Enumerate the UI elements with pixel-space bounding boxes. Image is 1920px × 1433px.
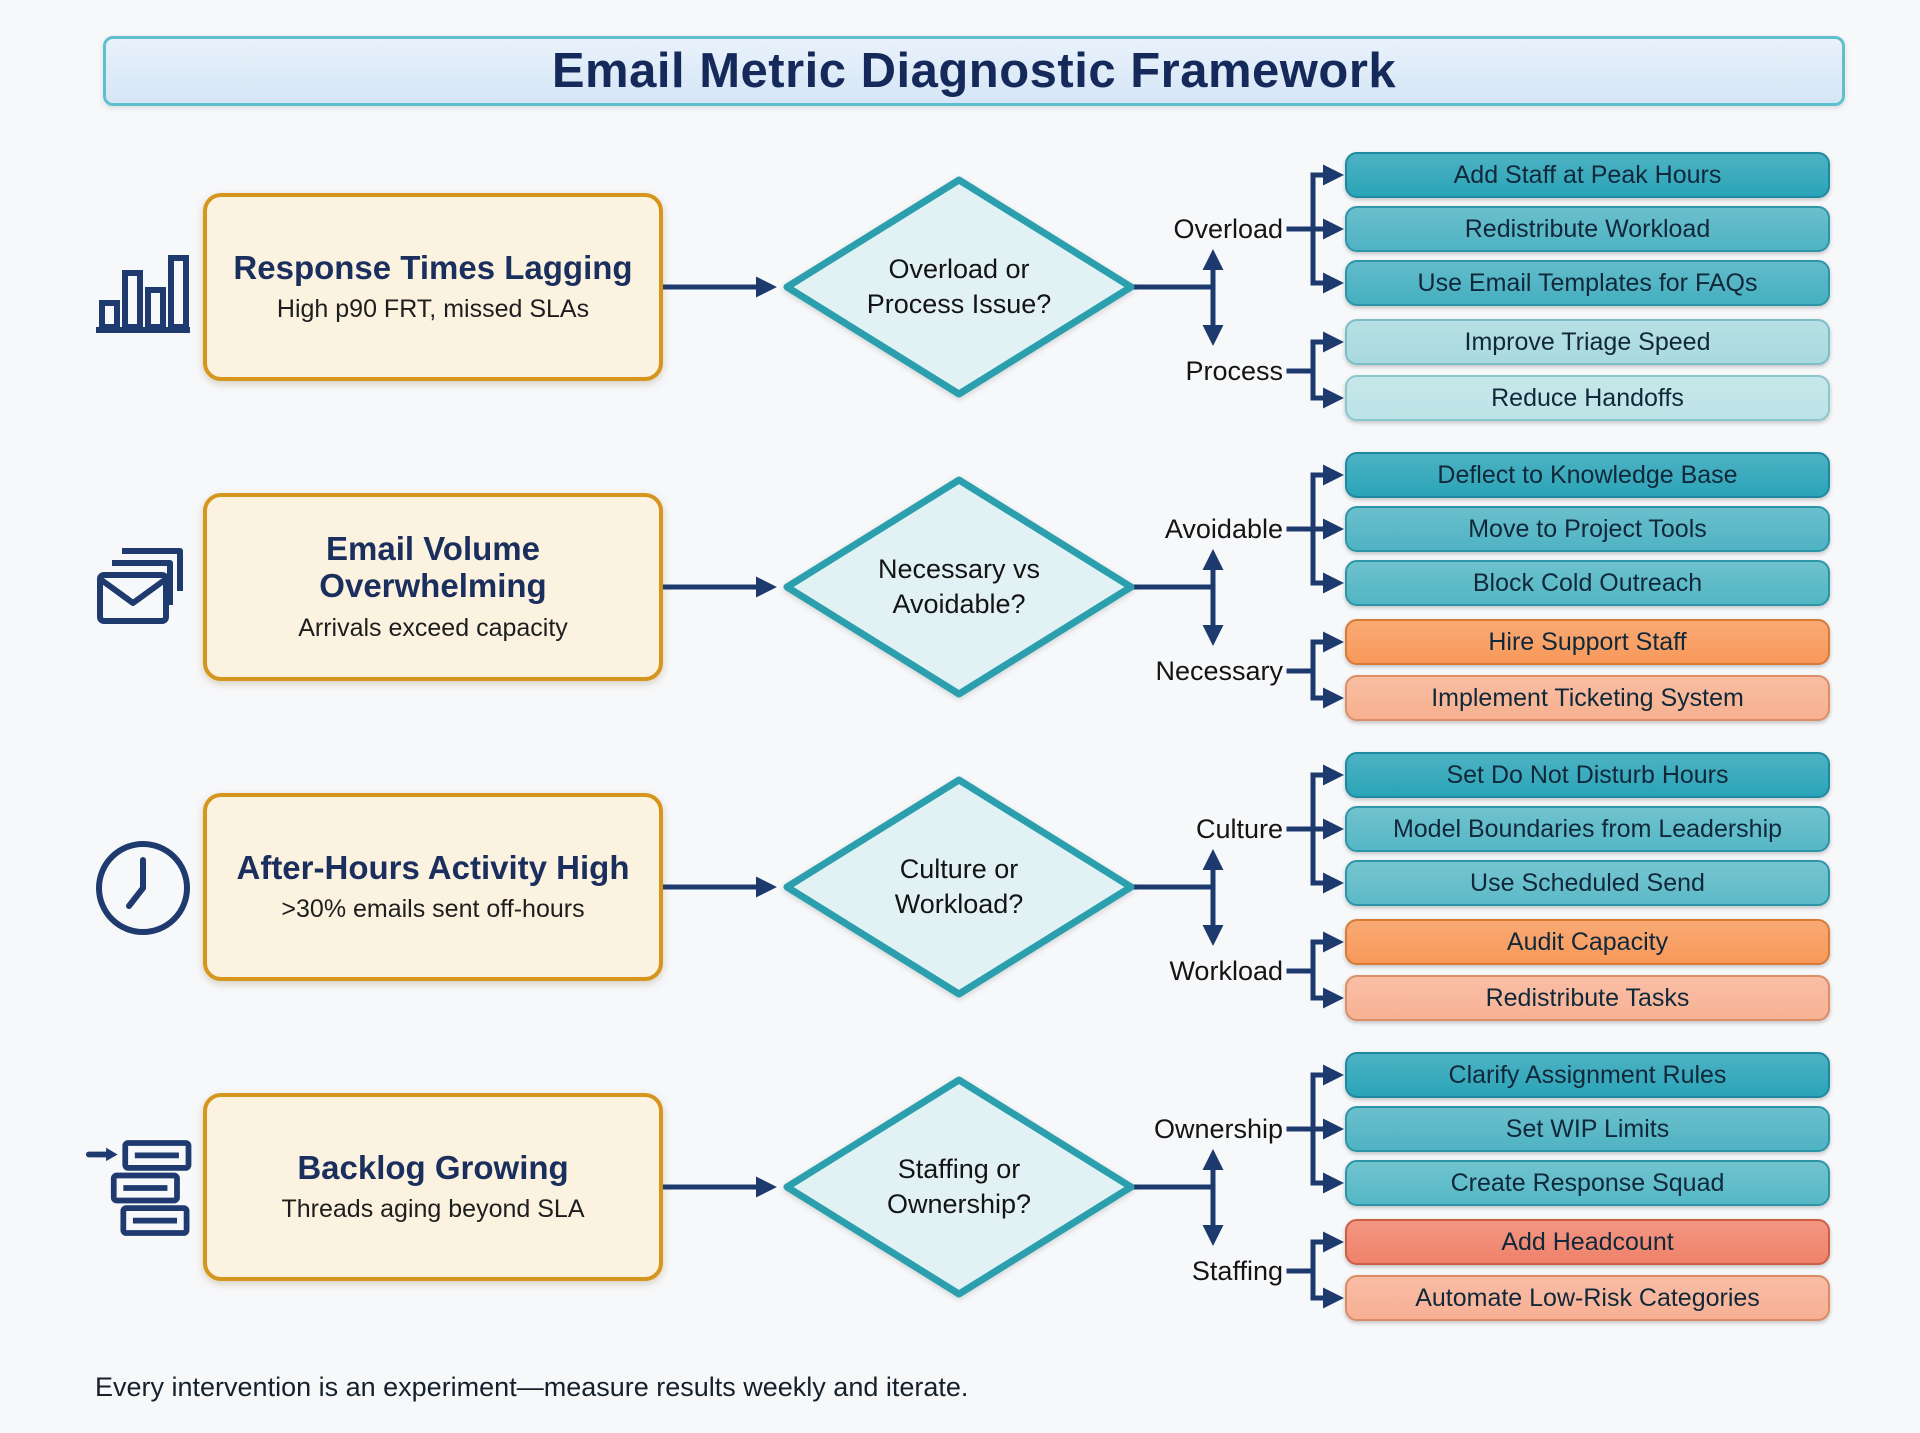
action-box: Model Boundaries from Leadership bbox=[1345, 806, 1830, 852]
decision-diamond: Staffing or Ownership? bbox=[779, 1074, 1139, 1300]
problem-title: Response Times Lagging bbox=[233, 248, 633, 286]
branch-label-bottom: Necessary bbox=[1155, 655, 1283, 686]
problem-title: Backlog Growing bbox=[297, 1148, 569, 1186]
action-box: Redistribute Tasks bbox=[1345, 975, 1830, 1021]
action-box: Redistribute Workload bbox=[1345, 206, 1830, 252]
branch-label-bottom: Staffing bbox=[1191, 1255, 1283, 1286]
action-box: Improve Triage Speed bbox=[1345, 319, 1830, 365]
problem-box: Email Volume Overwhelming Arrivals excee… bbox=[203, 493, 663, 681]
branch-label-top: Ownership bbox=[1153, 1113, 1283, 1144]
bar-chart-icon bbox=[85, 230, 200, 345]
row-response-times: Response Times Lagging High p90 FRT, mis… bbox=[0, 152, 1920, 452]
branch-label-top: Culture bbox=[1195, 813, 1283, 844]
action-box: Add Headcount bbox=[1345, 1219, 1830, 1265]
action-box: Implement Ticketing System bbox=[1345, 675, 1830, 721]
clock-icon bbox=[85, 830, 200, 945]
row-email-volume: Email Volume Overwhelming Arrivals excee… bbox=[0, 452, 1920, 752]
action-box: Audit Capacity bbox=[1345, 919, 1830, 965]
action-box: Clarify Assignment Rules bbox=[1345, 1052, 1830, 1098]
action-box: Use Scheduled Send bbox=[1345, 860, 1830, 906]
problem-title: After-Hours Activity High bbox=[236, 848, 630, 886]
action-box: Create Response Squad bbox=[1345, 1160, 1830, 1206]
backlog-queue-icon bbox=[85, 1130, 200, 1245]
row-after-hours: After-Hours Activity High >30% emails se… bbox=[0, 752, 1920, 1052]
stacked-envelopes-icon bbox=[85, 530, 200, 645]
action-box: Reduce Handoffs bbox=[1345, 375, 1830, 421]
decision-diamond: Necessary vs Avoidable? bbox=[779, 474, 1139, 700]
action-box: Block Cold Outreach bbox=[1345, 560, 1830, 606]
action-box: Use Email Templates for FAQs bbox=[1345, 260, 1830, 306]
branch-label-bottom: Workload bbox=[1169, 955, 1283, 986]
branch-label-bottom: Process bbox=[1185, 355, 1283, 386]
branch-label-top: Overload bbox=[1173, 213, 1283, 244]
title-bar: Email Metric Diagnostic Framework bbox=[103, 36, 1845, 106]
problem-box: After-Hours Activity High >30% emails se… bbox=[203, 793, 663, 981]
problem-subtitle: High p90 FRT, missed SLAs bbox=[276, 295, 590, 324]
decision-question: Overload or Process Issue? bbox=[866, 253, 1052, 319]
action-box: Set Do Not Disturb Hours bbox=[1345, 752, 1830, 798]
problem-box: Response Times Lagging High p90 FRT, mis… bbox=[203, 193, 663, 381]
problem-subtitle: Arrivals exceed capacity bbox=[298, 613, 568, 642]
problem-title: Email Volume Overwhelming bbox=[319, 530, 547, 604]
row-backlog: Backlog Growing Threads aging beyond SLA… bbox=[0, 1052, 1920, 1352]
page-title: Email Metric Diagnostic Framework bbox=[551, 44, 1397, 98]
decision-question: Necessary vs Avoidable? bbox=[877, 553, 1041, 619]
decision-diamond: Culture or Workload? bbox=[779, 774, 1139, 1000]
action-box: Move to Project Tools bbox=[1345, 506, 1830, 552]
problem-subtitle: >30% emails sent off-hours bbox=[281, 895, 585, 924]
footer-note: Every intervention is an experiment—meas… bbox=[95, 1372, 969, 1402]
decision-question: Staffing or Ownership? bbox=[886, 1153, 1032, 1219]
action-box: Add Staff at Peak Hours bbox=[1345, 152, 1830, 198]
decision-diamond: Overload or Process Issue? bbox=[779, 174, 1139, 400]
problem-box: Backlog Growing Threads aging beyond SLA bbox=[203, 1093, 663, 1281]
branch-label-top: Avoidable bbox=[1164, 513, 1283, 544]
action-box: Hire Support Staff bbox=[1345, 619, 1830, 665]
action-box: Automate Low-Risk Categories bbox=[1345, 1275, 1830, 1321]
action-box: Set WIP Limits bbox=[1345, 1106, 1830, 1152]
action-box: Deflect to Knowledge Base bbox=[1345, 452, 1830, 498]
problem-subtitle: Threads aging beyond SLA bbox=[281, 1195, 585, 1224]
decision-question: Culture or Workload? bbox=[894, 853, 1024, 919]
